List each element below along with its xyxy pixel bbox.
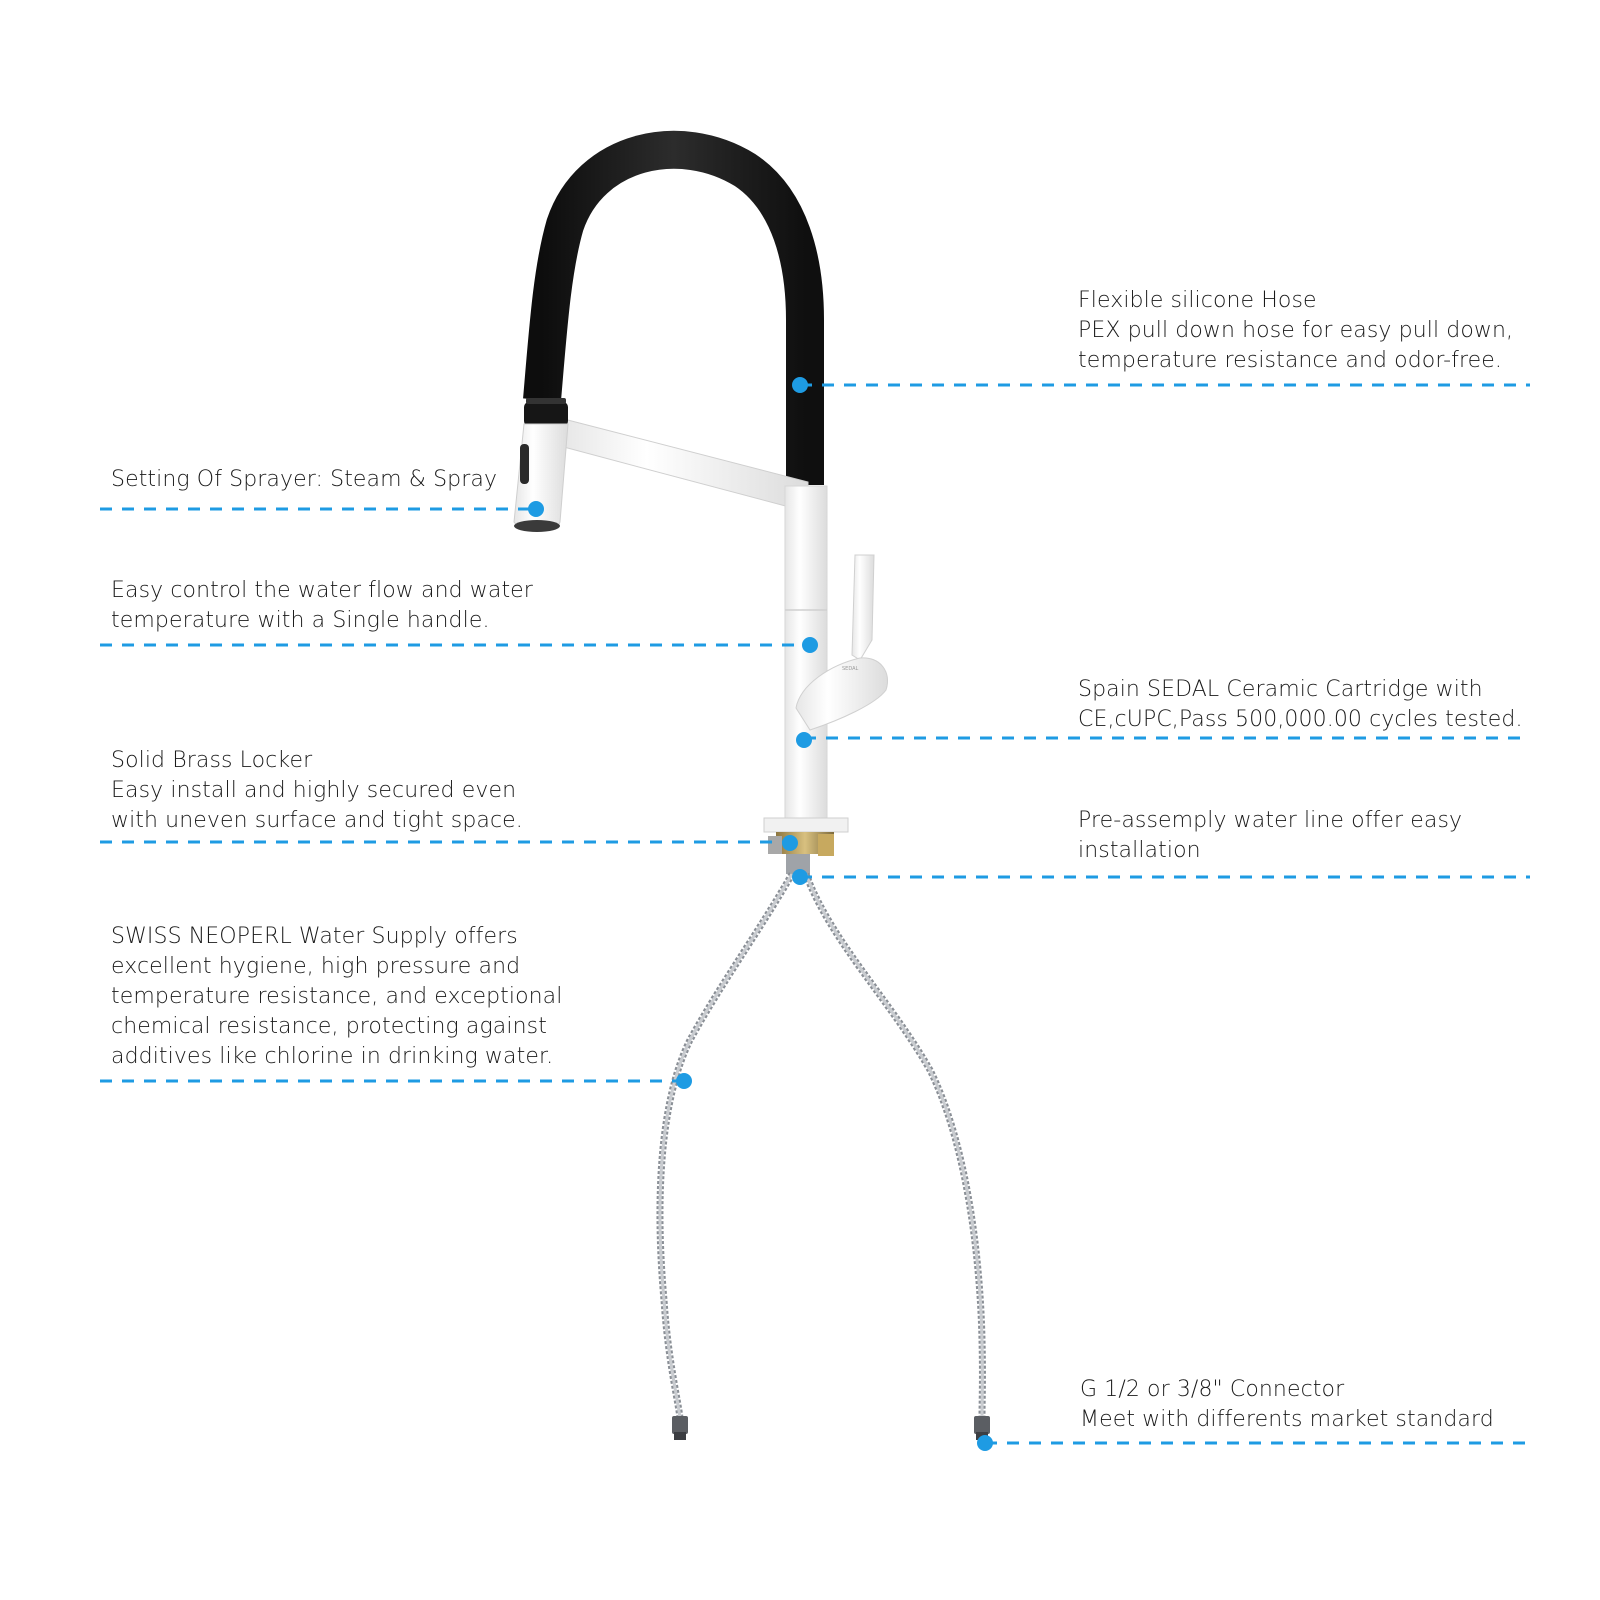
callout-supply-line: chemical resistance, protecting against [111,1014,547,1039]
dot-supply [676,1073,692,1089]
callout-cartridge: Spain SEDAL Ceramic Cartridge with CE,cU… [1078,675,1523,735]
callout-cartridge-line: CE,cUPC,Pass 500,000.00 cycles tested. [1078,707,1523,732]
callout-handle-line: temperature with a Single handle. [111,608,490,633]
callout-locker-title: Solid Brass Locker [111,748,313,773]
callout-connector-line: Meet with differents market standard [1080,1407,1494,1432]
dot-hose [792,377,808,393]
callout-sprayer-title: Setting Of Sprayer: Steam & Spray [111,467,498,492]
callout-hose-line: temperature resistance and odor-free. [1078,348,1502,373]
dot-cartridge [796,732,812,748]
hose-collar [524,402,568,426]
connector-left [672,1416,688,1434]
callout-dots [528,377,993,1451]
sprayer-button [520,444,529,484]
connector-right [974,1416,990,1434]
callout-supply: SWISS NEOPERL Water Supply offers excell… [111,922,562,1072]
cartridge-housing [795,657,888,731]
callout-waterline: Pre-assemply water line offer easy insta… [1078,806,1462,866]
callout-waterline-line: installation [1078,838,1201,863]
brand-mark: SEDAL [842,666,859,672]
callout-hose-line: PEX pull down hose for easy pull down, [1078,318,1514,343]
callout-supply-line: additives like chlorine in drinking wate… [111,1044,554,1069]
callout-supply-title: SWISS NEOPERL Water Supply offers [111,924,518,949]
leader-lines [100,383,1530,1445]
callout-locker: Solid Brass Locker Easy install and high… [111,746,523,836]
callout-handle: Easy control the water flow and water te… [111,576,533,636]
callout-supply-line: temperature resistance, and exceptional [111,984,563,1009]
callout-cartridge-line: Spain SEDAL Ceramic Cartridge with [1078,677,1483,702]
callout-hose-title: Flexible silicone Hose [1078,288,1317,313]
callout-handle-line: Easy control the water flow and water [111,578,533,603]
callout-supply-line: excellent hygiene, high pressure and [111,954,521,979]
dot-locker [782,835,798,851]
callout-locker-line: Easy install and highly secured even [111,778,517,803]
callout-waterline-line: Pre-assemply water line offer easy [1078,808,1463,833]
faucet-body [784,485,828,827]
callout-locker-line: with uneven surface and tight space. [111,808,523,833]
dot-waterline [792,869,808,885]
single-handle-lever [851,554,875,661]
water-supply-line-left [656,872,796,1419]
base-plate [763,817,849,833]
callout-connector-title: G 1/2 or 3/8" Connector [1080,1377,1345,1402]
dot-connector [977,1435,993,1451]
dot-sprayer [528,501,544,517]
dot-handle [802,637,818,653]
silicone-hose [523,130,824,485]
callout-connector: G 1/2 or 3/8" Connector Meet with differ… [1080,1375,1494,1435]
sprayer-nozzle-face [514,520,560,532]
callout-sprayer: Setting Of Sprayer: Steam & Spray [111,465,497,495]
spout-arm [559,417,809,513]
callout-hose: Flexible silicone Hose PEX pull down hos… [1078,286,1513,376]
